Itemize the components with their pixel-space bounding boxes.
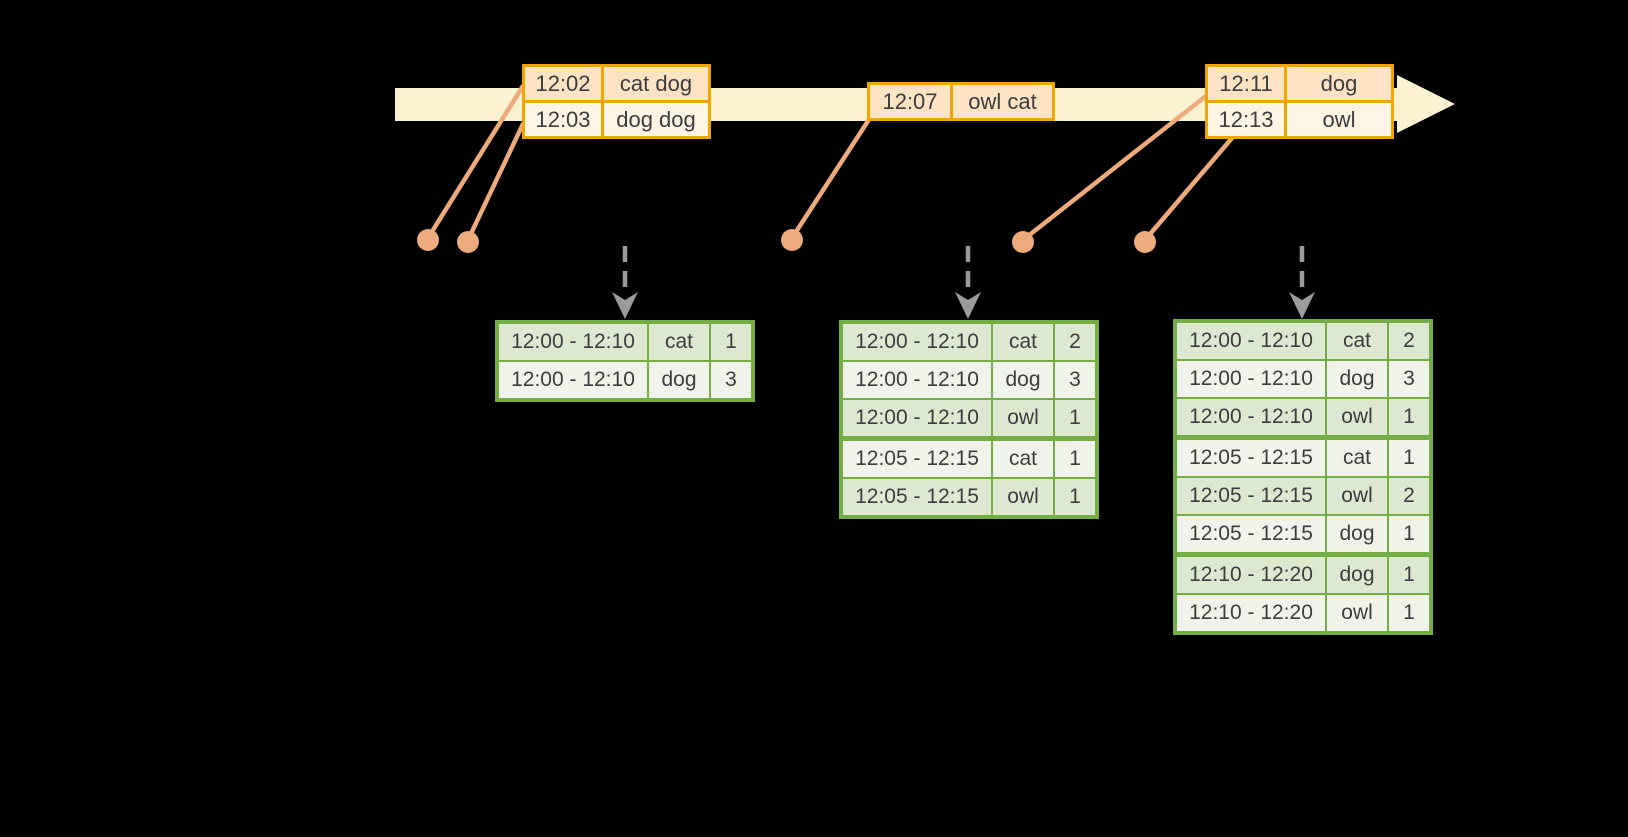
- count-cell: 2: [1055, 324, 1095, 360]
- word-cell: owl: [1327, 399, 1387, 435]
- window-cell: 12:00 - 12:10: [499, 324, 647, 360]
- count-cell: 3: [1055, 362, 1095, 398]
- count-cell: 2: [1389, 323, 1429, 359]
- word-cell: owl: [1327, 478, 1387, 514]
- event-time-cell: 12:02: [525, 67, 601, 100]
- window-cell: 12:05 - 12:15: [843, 479, 991, 515]
- word-cell: cat: [993, 441, 1053, 477]
- count-cell: 1: [1389, 399, 1429, 435]
- event-time-cell: 12:11: [1208, 67, 1284, 100]
- event-connector: [465, 121, 526, 243]
- event-time-cell: 12:13: [1208, 103, 1284, 136]
- event-time-cell: 12:07: [870, 85, 950, 118]
- count-cell: 3: [711, 362, 751, 398]
- count-cell: 2: [1389, 478, 1429, 514]
- window-cell: 12:05 - 12:15: [843, 441, 991, 477]
- window-cell: 12:10 - 12:20: [1177, 595, 1325, 631]
- window-cell: 12:00 - 12:10: [1177, 399, 1325, 435]
- word-cell: dog: [1327, 557, 1387, 593]
- word-cell: cat: [1327, 323, 1387, 359]
- event-words-cell: cat dog: [604, 67, 708, 100]
- window-cell: 12:00 - 12:10: [499, 362, 647, 398]
- event-words-cell: owl: [1287, 103, 1391, 136]
- event-connector: [1020, 93, 1209, 243]
- event-dot: [1012, 231, 1034, 253]
- event-dot: [1134, 231, 1156, 253]
- event-connector: [1142, 135, 1235, 243]
- count-cell: 1: [1055, 400, 1095, 436]
- timeline-arrowhead-icon: [1397, 75, 1455, 133]
- event-words-cell: dog dog: [604, 103, 708, 136]
- window-cell: 12:05 - 12:15: [1177, 516, 1325, 552]
- count-cell: 1: [1389, 595, 1429, 631]
- window-cell: 12:00 - 12:10: [843, 400, 991, 436]
- word-cell: owl: [1327, 595, 1387, 631]
- count-cell: 3: [1389, 361, 1429, 397]
- trigger-arrowhead-icon: [612, 292, 638, 319]
- trigger-arrowhead-icon: [1289, 292, 1315, 319]
- word-cell: cat: [649, 324, 709, 360]
- event-time-cell: 12:03: [525, 103, 601, 136]
- word-cell: dog: [649, 362, 709, 398]
- word-cell: dog: [993, 362, 1053, 398]
- count-cell: 1: [1055, 441, 1095, 477]
- count-cell: 1: [1055, 479, 1095, 515]
- word-cell: dog: [1327, 516, 1387, 552]
- event-connector: [789, 118, 871, 241]
- word-cell: owl: [993, 400, 1053, 436]
- window-cell: 12:05 - 12:15: [1177, 478, 1325, 514]
- word-cell: owl: [993, 479, 1053, 515]
- window-cell: 12:00 - 12:10: [843, 324, 991, 360]
- count-cell: 1: [1389, 557, 1429, 593]
- event-dot: [417, 229, 439, 251]
- count-cell: 1: [1389, 516, 1429, 552]
- window-cell: 12:00 - 12:10: [1177, 323, 1325, 359]
- event-words-cell: owl cat: [953, 85, 1052, 118]
- word-cell: dog: [1327, 361, 1387, 397]
- event-dot: [781, 229, 803, 251]
- event-words-cell: dog: [1287, 67, 1391, 100]
- event-dot: [457, 231, 479, 253]
- window-cell: 12:00 - 12:10: [1177, 361, 1325, 397]
- word-cell: cat: [1327, 440, 1387, 476]
- event-connector: [425, 83, 526, 241]
- trigger-arrowhead-icon: [955, 292, 981, 319]
- window-cell: 12:00 - 12:10: [843, 362, 991, 398]
- count-cell: 1: [1389, 440, 1429, 476]
- count-cell: 1: [711, 324, 751, 360]
- window-cell: 12:05 - 12:15: [1177, 440, 1325, 476]
- window-cell: 12:10 - 12:20: [1177, 557, 1325, 593]
- word-cell: cat: [993, 324, 1053, 360]
